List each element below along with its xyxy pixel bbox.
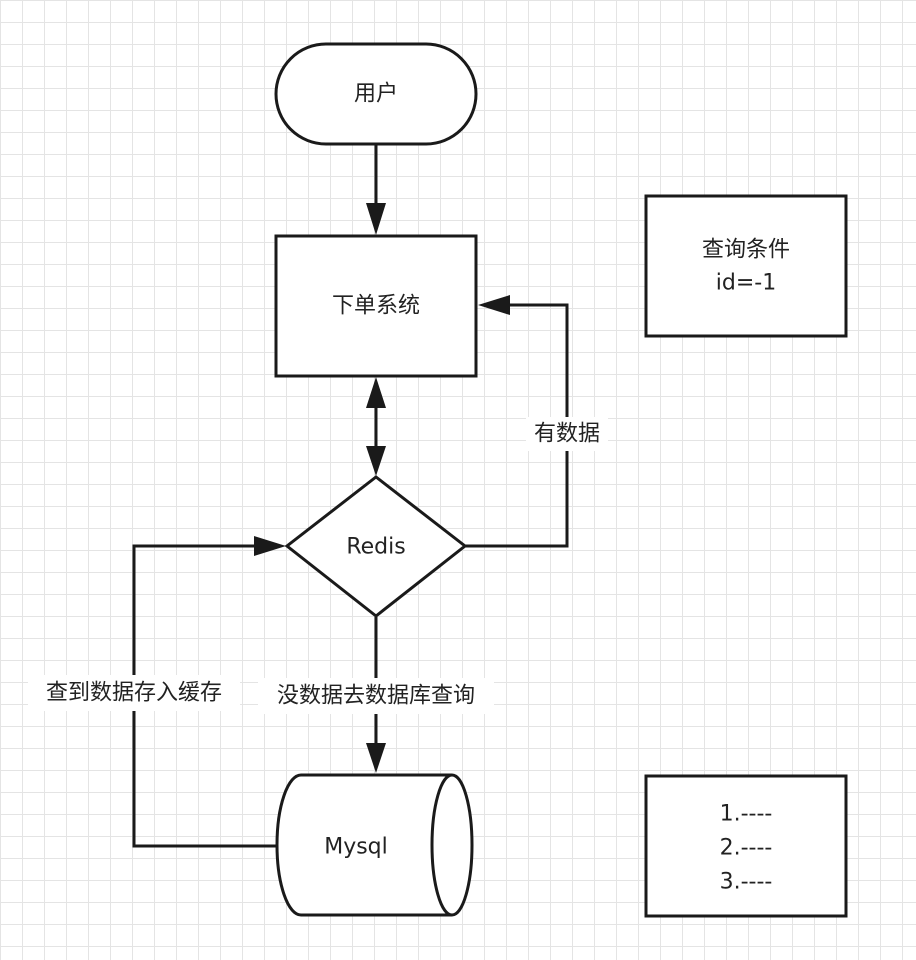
node-mysql: Mysql — [275, 773, 474, 917]
node-user-label: 用户 — [354, 82, 398, 107]
node-order-system: 下单系统 — [274, 234, 478, 378]
node-user: 用户 — [274, 42, 478, 146]
arrowhead-down-to-redis — [366, 446, 386, 476]
edge-label-has-data-bg — [526, 417, 608, 451]
node-list-item-2: 2.---- — [720, 836, 773, 861]
node-list-item-1: 1.---- — [720, 802, 773, 827]
edge-label-no-data-bg — [258, 678, 494, 714]
node-list: 1.---- 2.---- 3.---- — [644, 774, 848, 918]
node-mysql-rim — [430, 773, 453, 917]
node-user-shape — [274, 42, 478, 146]
node-redis-label: Redis — [346, 535, 405, 560]
arrowhead-to-redis — [254, 536, 286, 556]
node-query-condition-line-2: id=-1 — [716, 271, 776, 296]
arrowhead-to-mysql — [366, 743, 386, 773]
edge-label-no-data: 没数据去数据库查询 — [277, 684, 475, 709]
edge-label-store-cache: 查到数据存入缓存 — [46, 681, 222, 706]
arrowhead-to-order-system — [366, 203, 386, 235]
node-order-system-shape — [274, 234, 478, 378]
node-mysql-label: Mysql — [324, 835, 388, 860]
edge-label-store-cache-bg — [28, 675, 240, 711]
node-query-condition-line-1: 查询条件 — [702, 238, 790, 263]
node-query-condition: 查询条件 id=-1 — [644, 194, 848, 338]
node-query-condition-shape — [644, 194, 848, 338]
arrowhead-has-data — [478, 295, 510, 315]
node-redis: Redis — [284, 475, 468, 618]
edge-label-has-data: 有数据 — [534, 422, 600, 447]
node-list-shape — [644, 774, 848, 918]
arrowhead-up-to-order-system — [366, 377, 386, 408]
node-redis-shape — [284, 475, 468, 618]
node-list-item-3: 3.---- — [720, 870, 773, 895]
node-order-system-label: 下单系统 — [332, 294, 420, 319]
